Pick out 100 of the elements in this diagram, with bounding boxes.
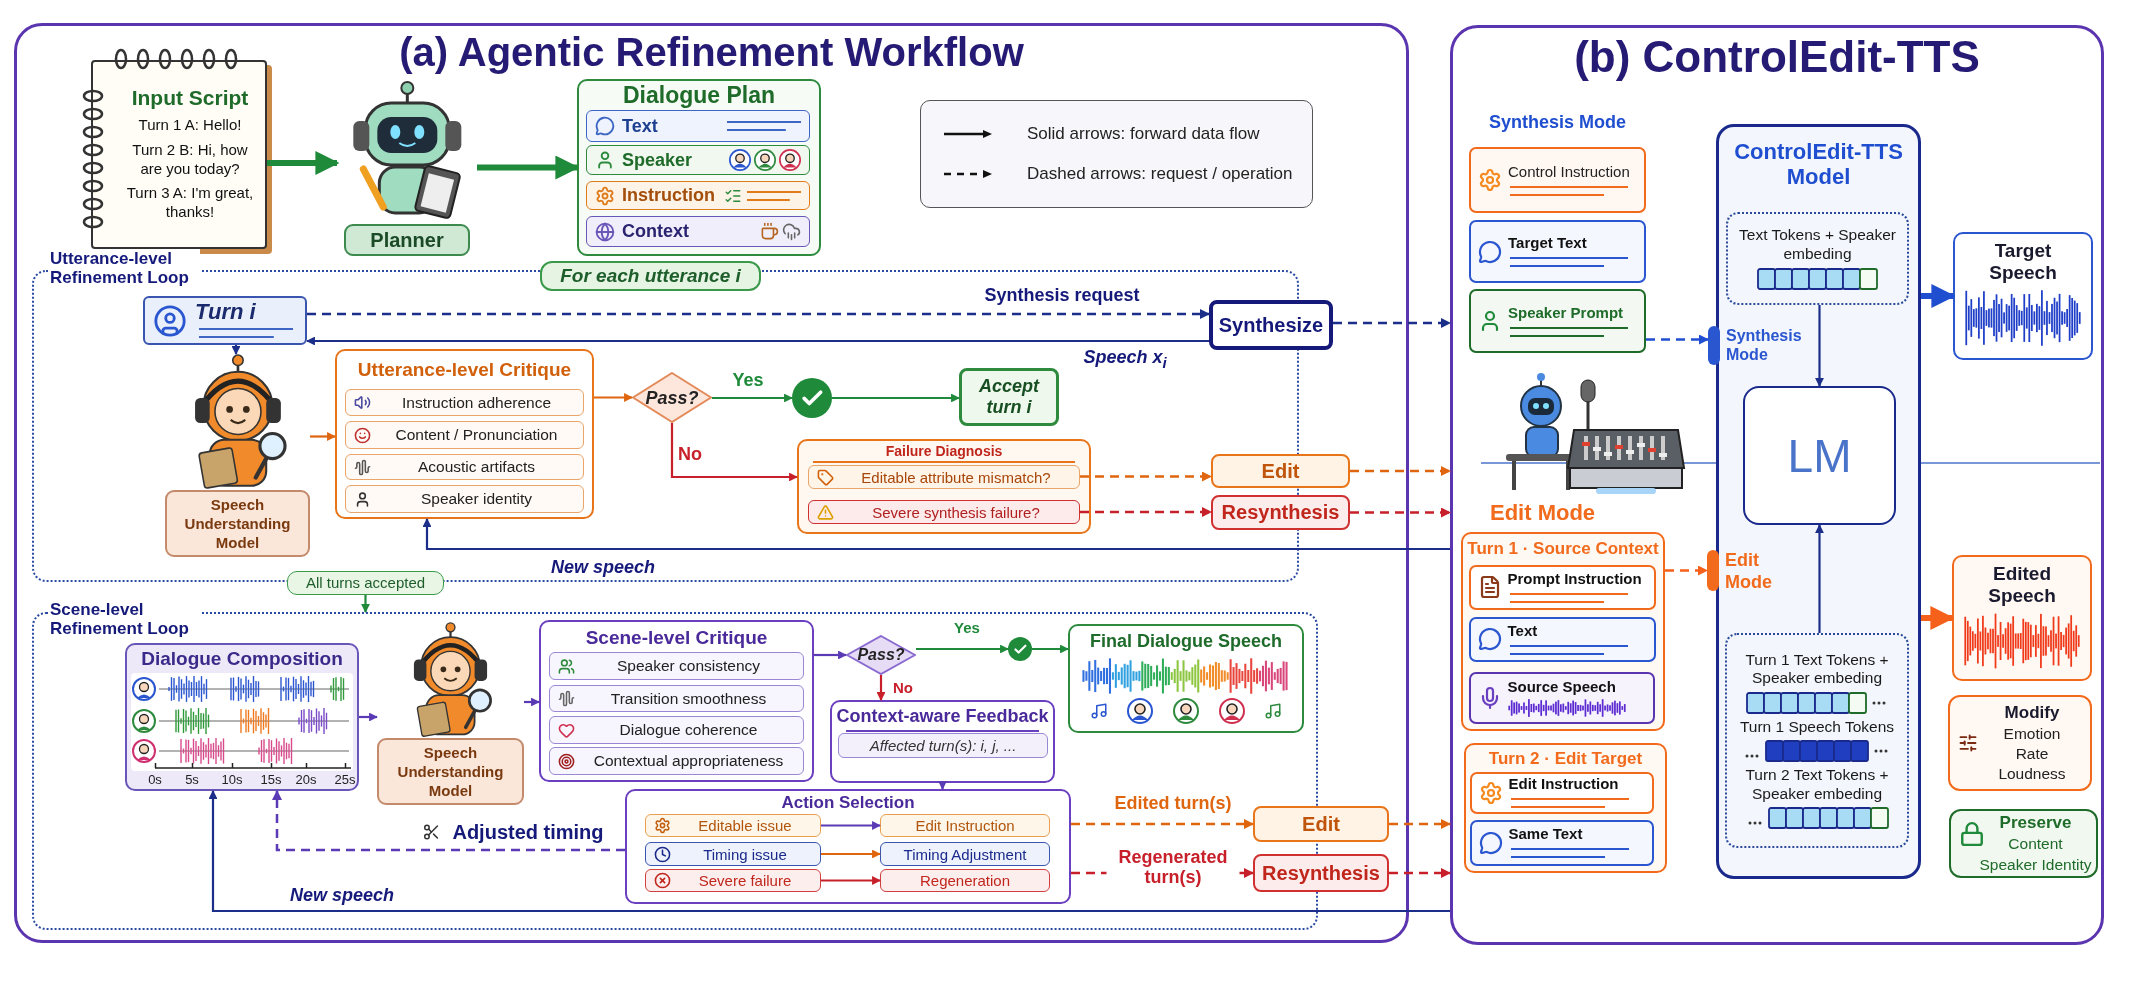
list-item: [645, 842, 821, 866]
composition-panel: [125, 643, 359, 791]
list-item: [345, 454, 584, 480]
plan-card: [577, 79, 821, 256]
feedback-panel: [830, 700, 1055, 783]
item-label: Edit Instruction: [915, 817, 1015, 834]
item-label: Affected turn(s): i, j, ...: [869, 737, 1017, 754]
block-label: LM: [1787, 428, 1852, 483]
arrow: [821, 821, 881, 830]
input-card: [1469, 289, 1646, 353]
input-card: [1469, 147, 1646, 213]
list-item: [549, 685, 804, 712]
input-label: Target Text: [1508, 234, 1588, 251]
card-heading: Failure Diagnosis: [885, 443, 1003, 460]
output-card: [1952, 555, 2092, 681]
check-circle: [792, 378, 832, 418]
attribute-label: Emotion: [2003, 723, 2061, 744]
dashed-arrow: [1080, 507, 1212, 517]
plan-item: [586, 145, 810, 175]
card-heading: Action Selection: [781, 793, 915, 813]
dashed-arrow: [1080, 471, 1212, 482]
item-label: Content / Pronunciation: [395, 426, 558, 444]
arrow: [359, 712, 378, 722]
list-item: [549, 716, 804, 744]
notebook-heading: Input Script: [131, 86, 249, 110]
dashed-arrow: [1389, 819, 1451, 829]
card-heading: Preserve: [1999, 812, 2072, 835]
card-heading: Final Dialogue Speech: [1090, 631, 1282, 652]
attribute-card: [1949, 809, 2098, 878]
input-label: Same Text: [1508, 825, 1584, 842]
legend-label: Dashed arrows: request / operation: [1027, 164, 1293, 184]
arrow: [1032, 644, 1069, 654]
card-heading: Turn 1 · Source Context: [1467, 539, 1659, 559]
list-item: [880, 842, 1050, 866]
turn-label: Turn i: [195, 299, 256, 325]
arrow: [594, 393, 633, 402]
arrow: [477, 155, 580, 180]
item-label: Instruction adherence: [401, 393, 552, 412]
decision-label: Pass?: [645, 387, 699, 408]
token-label: Turn 1 Text Tokens + Speaker embeding: [1744, 650, 1890, 688]
diagnosis-panel: [797, 439, 1091, 534]
action-box: Edit: [1211, 454, 1350, 488]
script-line: Turn 2 B: Hi, how are you today?: [131, 140, 249, 179]
loop-label: Scene-level Refinement Loop: [50, 600, 200, 638]
arrow: [310, 432, 336, 441]
list-item: [808, 465, 1080, 489]
dashed-arrow: [1071, 819, 1254, 829]
arrow: [1921, 284, 1956, 308]
arrow: [712, 393, 793, 403]
item-label: Dialogue coherence: [619, 721, 758, 739]
plan-item: [586, 216, 810, 247]
item-label: Timing issue: [703, 845, 787, 863]
arrow: [422, 518, 1450, 551]
list-item: [880, 869, 1050, 892]
input-card: [1469, 771, 1654, 814]
arrow: [832, 393, 960, 403]
turn-card: [143, 296, 307, 345]
axis-tick-label: 5s: [185, 772, 199, 787]
item-label: Acoustic artifacts: [417, 458, 536, 476]
dashed-arrow: [307, 309, 1210, 319]
card-heading: Scene-level Critique: [585, 627, 768, 649]
input-card: [1469, 819, 1654, 866]
token-group: [1726, 212, 1909, 305]
output-card: [1953, 232, 2093, 360]
action-box: Resynthesis: [1211, 495, 1350, 530]
item-label: Speaker: [622, 149, 693, 171]
arrow: [1815, 305, 1824, 387]
dashed-arrow: [1350, 507, 1451, 518]
panel-frame: [1450, 25, 2104, 945]
card-heading: ControlEdit-TTS Model: [1733, 139, 1904, 190]
critique-panel: [539, 620, 814, 782]
item-label: Severe synthesis failure?: [872, 503, 1040, 521]
section-label: Edit Mode: [1490, 500, 1596, 526]
agent-label: Speech Understanding Model: [165, 490, 310, 557]
arrow: [267, 151, 340, 175]
arrow: [306, 336, 1209, 346]
axis-tick-label: 25s: [334, 772, 356, 787]
dashed-arrow: [1350, 466, 1451, 476]
arrow: [231, 345, 241, 355]
mode-label: Synthesis Mode: [1726, 326, 1803, 365]
item-label: Severe failure: [698, 872, 792, 889]
dashed-arrow: [272, 790, 625, 852]
model-frame: [1716, 124, 1921, 879]
token-group: [1725, 633, 1909, 848]
card-heading: Dialogue Composition: [141, 648, 343, 670]
status-pill: For each utterance i: [540, 261, 761, 291]
list-item: [645, 814, 821, 837]
plan-item: [586, 181, 810, 210]
arrow: [814, 650, 847, 660]
item-label: Timing Adjustment: [903, 845, 1027, 863]
input-card: [1468, 616, 1656, 662]
agent-label: Speech Understanding Model: [377, 738, 524, 805]
status-pill: All turns accepted: [287, 571, 444, 595]
attribute-label: Content: [2008, 834, 2063, 855]
script-line: Turn 1 A: Hello!: [138, 116, 242, 135]
list-item: [345, 485, 584, 513]
list-item: [549, 652, 804, 680]
process-box: Synthesize: [1209, 300, 1333, 350]
card-heading: Context-aware Feedback: [836, 706, 1049, 727]
input-group-panel: [1461, 532, 1665, 731]
